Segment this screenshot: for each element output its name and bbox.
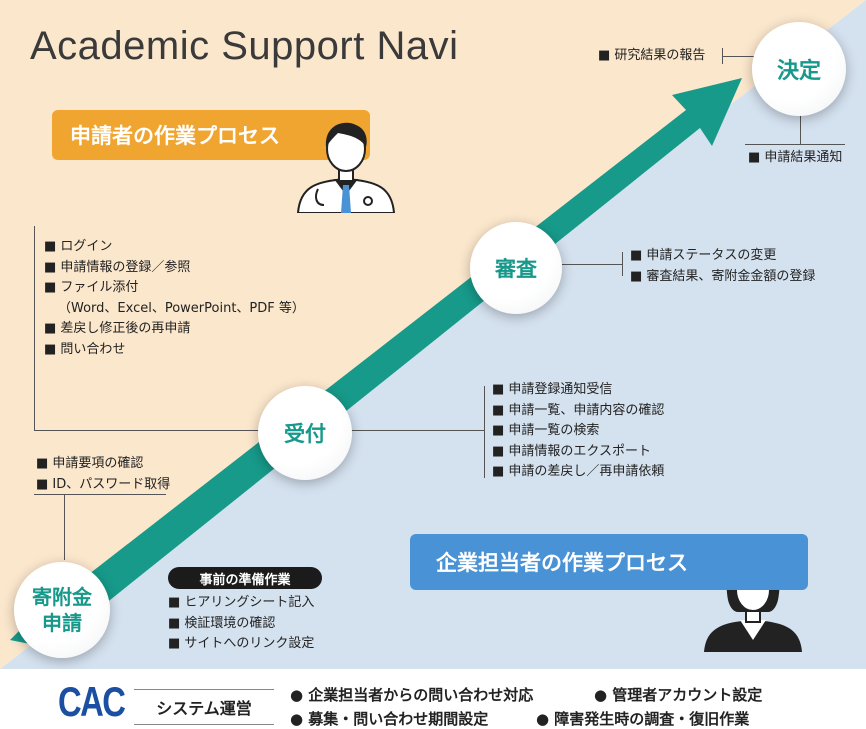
pre-apply-item: ■ ID、パスワード取得 [36, 476, 171, 492]
node-review-label: 審査 [495, 257, 537, 281]
applicant-task-list: ■ ログイン ■ 申請情報の登録／参照 ■ ファイル添付 （Word、Excel… [44, 237, 305, 360]
review-note-item: ■ 審査結果、寄附金金額の登録 [630, 268, 816, 284]
decide-result-note: ■ 申請結果通知 [748, 150, 843, 165]
connector-preapply-down [64, 494, 65, 560]
node-decide: 決定 [752, 22, 846, 116]
accept-task-item: ■ 申請情報のエクスポート [492, 443, 652, 459]
prep-task-list: ■ ヒアリングシート記入 ■ 検証環境の確認 ■ サイトへのリンク設定 [168, 593, 314, 655]
connector-decide-down [800, 110, 801, 144]
decide-report-note: ■ 研究結果の報告 [598, 48, 706, 63]
applicant-process-label: 申請者の作業プロセス [52, 110, 370, 160]
connector-decide-bottom [745, 144, 845, 145]
node-accept-label: 受付 [284, 422, 326, 446]
process-arrow [10, 78, 742, 648]
node-accept: 受付 [258, 386, 352, 480]
review-note-item: ■ 申請ステータスの変更 [630, 248, 777, 263]
review-notes: ■ 申請ステータスの変更 ■ 審査結果、寄附金金額の登録 [630, 246, 815, 287]
footer-item: ● 管理者アカウント設定 [594, 686, 763, 704]
applicant-task-item: （Word、Excel、PowerPoint、PDF 等） [58, 300, 305, 316]
pre-apply-item: ■ 申請要項の確認 [36, 456, 144, 471]
node-apply-label-1: 寄附金 [32, 585, 92, 609]
page-title: Academic Support Navi [30, 24, 459, 68]
node-decide-label: 決定 [776, 59, 821, 84]
connector-review-right [562, 264, 622, 265]
connector-applicant-vertical [34, 226, 35, 430]
accept-task-list: ■ 申請登録通知受信 ■ 申請一覧、申請内容の確認 ■ 申請一覧の検索 ■ 申請… [492, 380, 664, 483]
node-apply-label-2: 申請 [42, 611, 82, 635]
connector-accept-bracket [484, 386, 485, 478]
connector-decide-left-tick [722, 48, 723, 64]
applicant-task-item: ■ 申請情報の登録／参照 [44, 259, 191, 275]
prep-task-item: ■ 検証環境の確認 [168, 615, 276, 631]
footer-item: ● 障害発生時の調査・復旧作業 [536, 710, 750, 728]
applicant-task-item: ■ ファイル添付 [44, 280, 139, 295]
doctor-avatar-icon [296, 122, 396, 213]
prep-title-badge: 事前の準備作業 [168, 567, 322, 589]
connector-review-bracket [622, 252, 623, 276]
applicant-task-item: ■ 問い合わせ [44, 341, 126, 357]
company-process-label: 企業担当者の作業プロセス [410, 534, 808, 590]
node-apply: 寄附金 申請 [14, 562, 110, 658]
accept-task-item: ■ 申請登録通知受信 [492, 382, 613, 397]
accept-task-item: ■ 申請の差戻し／再申請依頼 [492, 464, 665, 479]
cac-logo: CAC [58, 678, 126, 725]
footer-item: ● 企業担当者からの問い合わせ対応 [290, 686, 534, 704]
prep-task-item: ■ ヒアリングシート記入 [168, 595, 315, 610]
applicant-task-item: ■ 差戻し修正後の再申請 [44, 321, 191, 336]
prep-task-item: ■ サイトへのリンク設定 [168, 636, 315, 651]
background [0, 0, 866, 669]
node-review: 審査 [470, 222, 562, 314]
system-operation-label: システム運営 [134, 689, 274, 725]
pre-apply-list: ■ 申請要項の確認 ■ ID、パスワード取得 [36, 454, 170, 495]
footer [0, 669, 866, 729]
connector-preapply-top [34, 494, 166, 495]
accept-task-item: ■ 申請一覧の検索 [492, 423, 600, 438]
footer-item: ● 募集・問い合わせ期間設定 [290, 710, 489, 728]
accept-task-item: ■ 申請一覧、申請内容の確認 [492, 402, 665, 418]
applicant-task-item: ■ ログイン [44, 239, 113, 254]
connector-decide-left [722, 56, 760, 57]
